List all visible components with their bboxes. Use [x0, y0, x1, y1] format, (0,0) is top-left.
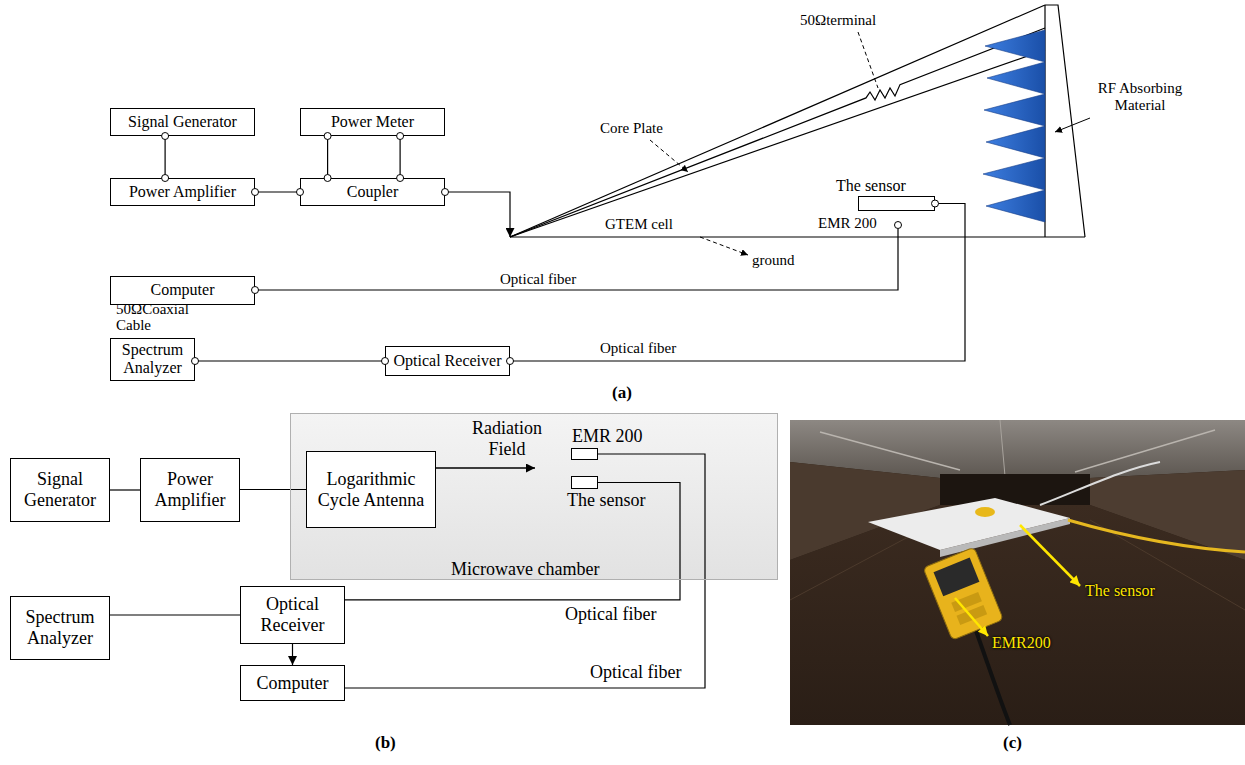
amplifier-box: Power Amplifier	[140, 458, 240, 522]
port-dot	[932, 200, 939, 207]
connector-line	[255, 191, 300, 192]
panel-letter: (c)	[1003, 733, 1022, 753]
meter-box: EMR 200	[571, 448, 598, 460]
gtem-cell-drawing	[510, 5, 1085, 237]
cable-label: 50ΩCoaxial Cable	[116, 302, 198, 334]
receiver-box: Optical Receiver	[240, 586, 345, 644]
node-text: Logarithmic Cycle Antenna	[311, 469, 431, 510]
port-dot	[442, 189, 449, 196]
panel-letter: (a)	[612, 383, 632, 403]
connector-line	[292, 644, 293, 665]
fiber-label: Optical fiber	[500, 271, 576, 288]
fiber-label: Optical fiber	[590, 662, 681, 683]
node-text: Power Amplifier	[129, 183, 236, 201]
connector-line	[195, 360, 385, 361]
part-label: GTEM cell	[605, 216, 673, 233]
fiber-label: Optical fiber	[565, 604, 656, 625]
port-dot	[397, 175, 404, 182]
radiation-arrow	[436, 467, 535, 468]
node-text: The sensor	[836, 177, 906, 195]
generator-box: Signal Generator	[10, 458, 110, 522]
node-text: Signal Generator	[128, 113, 237, 131]
meter-box: Power Meter	[300, 108, 445, 136]
feed-wires	[255, 192, 898, 290]
photo-label: The sensor	[1085, 582, 1155, 600]
port-dot	[162, 133, 169, 140]
port-dot	[252, 189, 259, 196]
fiber-label: Optical fiber	[600, 340, 676, 357]
analyzer-box: Spectrum Analyzer	[10, 596, 110, 660]
node-text: Signal Generator	[15, 469, 105, 510]
node-text: Power Meter	[331, 113, 414, 131]
terminal-label: 50Ωterminal	[800, 12, 876, 29]
part-label: ground	[752, 252, 795, 269]
coupler-box: Coupler	[300, 178, 445, 206]
photo-label: EMR200	[992, 634, 1051, 652]
antenna-box: Logarithmic Cycle Antenna	[306, 451, 436, 528]
port-dot	[382, 358, 389, 365]
node-text: Spectrum Analyzer	[15, 607, 105, 648]
node-text: Computer	[151, 281, 215, 299]
connector-line	[240, 489, 306, 490]
port-dot	[324, 175, 331, 182]
node-text: Microwave chamber	[451, 559, 599, 580]
receiver-box: Optical Receiver	[385, 346, 510, 376]
amplifier-box: Power Amplifier	[110, 178, 255, 206]
rf-absorber	[983, 30, 1045, 222]
port-dot	[895, 222, 902, 229]
computer-box: Computer	[240, 665, 345, 701]
instrument-label: EMR 200	[818, 215, 877, 232]
node-text: Power Amplifier	[145, 469, 235, 510]
panel-letter: (b)	[375, 733, 396, 753]
node-text: Optical Receiver	[245, 594, 340, 635]
leader-lines	[650, 32, 1090, 255]
sensor-box: The sensor	[858, 196, 935, 211]
port-dot	[324, 133, 331, 140]
connector-line	[400, 136, 401, 178]
port-dot	[162, 175, 169, 182]
part-label: Core Plate	[600, 120, 663, 137]
node-text: EMR 200	[572, 426, 643, 447]
node-text: Coupler	[347, 183, 399, 201]
connector-line	[110, 489, 140, 490]
field-label: Radiation Field	[462, 418, 552, 459]
port-dot	[297, 189, 304, 196]
node-text: Spectrum Analyzer	[115, 341, 190, 378]
computer-box: Computer	[110, 276, 255, 305]
connector-line	[165, 136, 166, 178]
node-text: Computer	[257, 673, 329, 694]
sensor-box: The sensor	[571, 476, 598, 489]
connector-line	[510, 204, 965, 362]
chamber-region: Microwave chamber Logarithmic Cycle Anten…	[290, 413, 778, 580]
analyzer-box: Spectrum Analyzer	[110, 338, 195, 381]
port-dot	[397, 133, 404, 140]
node-text: The sensor	[567, 490, 645, 511]
port-dot	[507, 358, 514, 365]
connector-line	[110, 614, 240, 615]
port-dot	[252, 287, 259, 294]
connector-line	[327, 136, 328, 178]
node-text: Optical Receiver	[394, 352, 502, 370]
part-label: RF Absorbing Material	[1090, 80, 1190, 115]
port-dot	[192, 358, 199, 365]
setup-photo	[790, 420, 1245, 725]
generator-box: Signal Generator	[110, 108, 255, 136]
